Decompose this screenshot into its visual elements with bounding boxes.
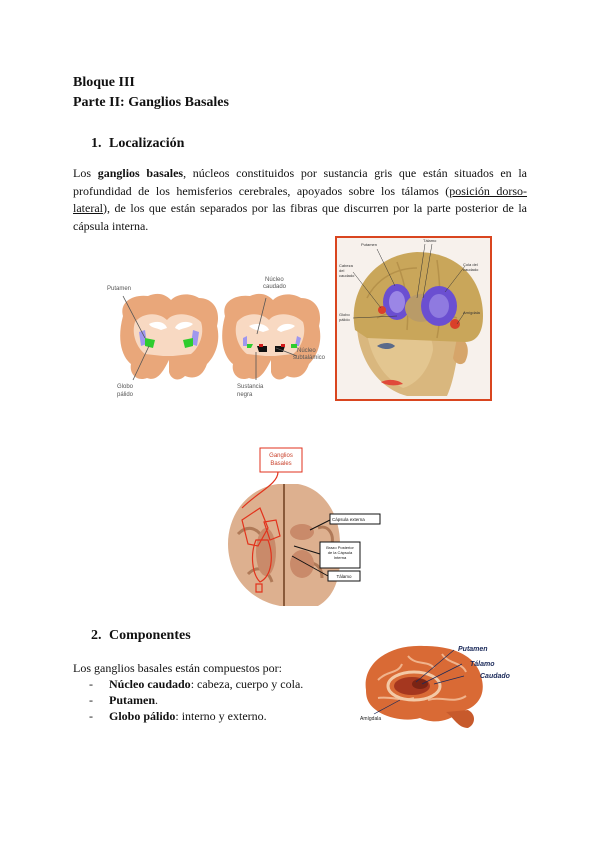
sagittal-brain-illustration xyxy=(365,645,483,728)
head-illustration xyxy=(352,243,483,396)
label-putamen: Putamen xyxy=(361,242,378,247)
section-title: Componentes xyxy=(109,628,191,643)
list-item: - Putamen. xyxy=(73,692,303,708)
list-item-text: : interno y externo. xyxy=(175,709,267,723)
componentes-intro: Los ganglios basales están compuestos po… xyxy=(73,661,282,675)
list-item: - Globo pálido: interno y externo. xyxy=(73,708,303,724)
componentes-list: -Núcleo caudado: cabeza, cuerpo y cola. … xyxy=(73,676,303,724)
coronal-brain-illustration xyxy=(120,293,321,381)
block-title: Bloque III xyxy=(73,75,135,90)
label-amigdala: Amígdala xyxy=(360,716,382,722)
label-subtalamico-2: subtalámico xyxy=(293,355,326,361)
label-cabeza-caudado-3: caudado xyxy=(339,273,355,278)
label-talamo: Tálamo xyxy=(423,238,437,243)
label-nucleo-caudado-2: caudado xyxy=(263,284,287,290)
figure-sagittal-brain: Putamen Tálamo Caudado Amígdala xyxy=(358,640,518,730)
label-putamen: Putamen xyxy=(107,286,132,292)
list-item-text: . xyxy=(155,693,158,707)
paragraph-text: ), de los que están separados por las fi… xyxy=(73,201,527,233)
section-heading-localizacion: 1. Localización xyxy=(91,134,184,154)
section-number: 1. xyxy=(91,136,102,151)
list-item-term: Núcleo caudado xyxy=(109,677,191,691)
label-putamen: Putamen xyxy=(458,646,488,653)
label-brazo-posterior-2: de la Cápsula xyxy=(327,550,353,555)
label-brazo-posterior-3: Interna xyxy=(333,555,347,560)
label-talamo: Tálamo xyxy=(336,574,352,579)
label-subtalamico-1: Núcleo xyxy=(297,348,316,354)
label-amigdala: Amígdala xyxy=(463,310,480,315)
list-item: - Núcleo caudado: cabeza, cuerpo y cola. xyxy=(73,676,303,692)
figure-axial-section: Ganglios Basales Cápsula externa Brazo P… xyxy=(218,444,383,608)
label-caudado: Caudado xyxy=(480,673,510,680)
label-globo-2: pálido xyxy=(117,392,134,398)
label-cola-caudado-2: caudado xyxy=(463,267,479,272)
label-globo-palido-2: pálido xyxy=(339,317,350,322)
label-capsula-externa: Cápsula externa xyxy=(332,517,365,522)
label-cola-caudado-1: Cola del xyxy=(463,262,478,267)
localizacion-paragraph: Los ganglios basales, núcleos constituid… xyxy=(73,165,527,235)
dash-bullet: - xyxy=(89,693,93,707)
paragraph-text: , núcleos constituidos por sustancia gri… xyxy=(73,166,528,198)
label-brazo-posterior-1: Brazo Posterior xyxy=(326,545,354,550)
label-globo-1: Globo xyxy=(117,384,134,390)
label-cabeza-caudado-2: del xyxy=(339,268,345,273)
dash-bullet: - xyxy=(89,709,93,723)
label-sustancia-2: negra xyxy=(237,392,253,398)
underlined-term: posición dorso-lateral xyxy=(73,183,528,216)
list-item-text: : cabeza, cuerpo y cola. xyxy=(190,677,304,691)
label-talamo: Tálamo xyxy=(470,661,495,668)
label-nucleo-caudado-1: Núcleo xyxy=(265,277,284,283)
label-cabeza-caudado-1: Cabeza xyxy=(339,263,353,268)
term-ganglios-basales: ganglios basales xyxy=(97,166,184,180)
label-ganglios-basales-1: Ganglios xyxy=(269,453,293,459)
list-item-term: Putamen xyxy=(109,693,155,707)
list-item-term: Globo pálido xyxy=(109,709,176,723)
label-globo-palido-1: Globo xyxy=(339,312,350,317)
section-heading-componentes: 2. Componentes xyxy=(91,626,191,646)
figure-coronal-sections: Putamen Núcleo caudado Globo pálido Sust… xyxy=(103,272,328,404)
section-title: Localización xyxy=(109,136,185,151)
part-title: Parte II: Ganglios Basales xyxy=(73,95,229,110)
label-sustancia-1: Sustancia xyxy=(237,384,264,390)
figure-head-basal-ganglia: Putamen Tálamo Cabeza del caudado Cola d… xyxy=(335,236,492,401)
dash-bullet: - xyxy=(89,677,93,691)
axial-brain-illustration xyxy=(228,447,381,606)
label-ganglios-basales-2: Basales xyxy=(270,461,292,467)
section-number: 2. xyxy=(91,628,102,643)
paragraph-text: Los xyxy=(73,166,98,180)
